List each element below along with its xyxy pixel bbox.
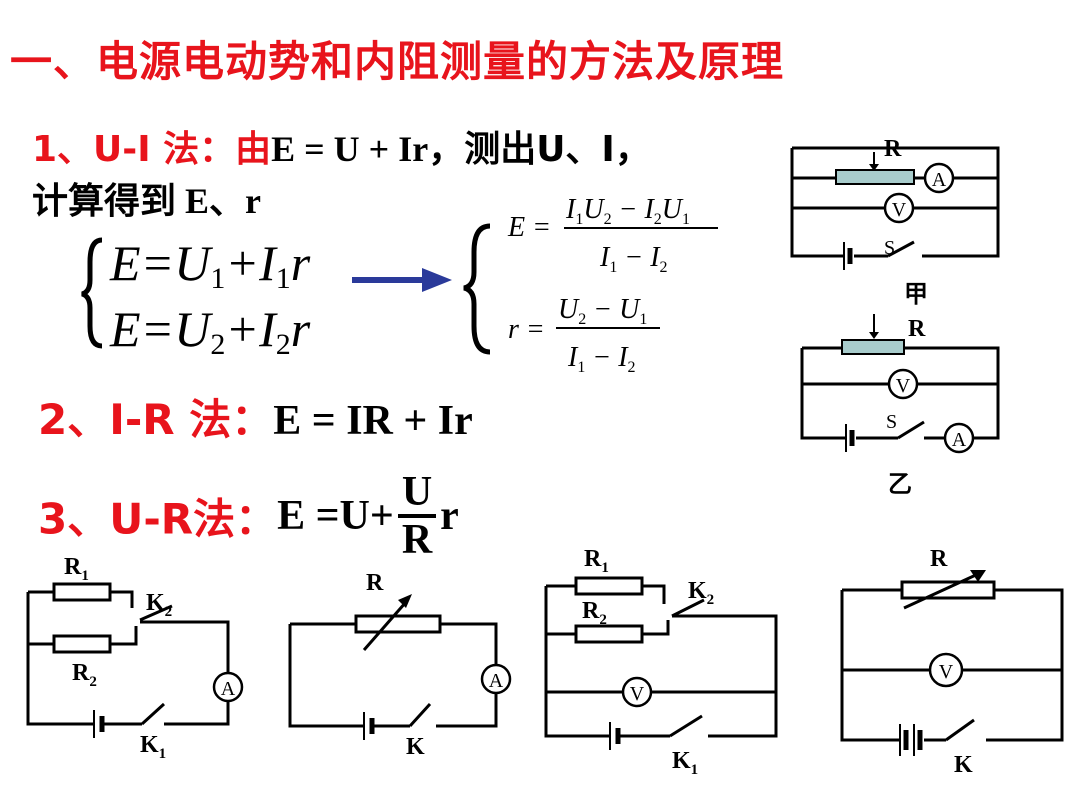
b1-K2-sub: 2 bbox=[165, 604, 173, 620]
b1-K2-label: K bbox=[146, 590, 165, 616]
circuit-bottom-2: R A K bbox=[288, 570, 512, 760]
b1-R2-label: R bbox=[72, 660, 90, 686]
b4-V-label: V bbox=[939, 661, 954, 683]
arrow bbox=[352, 268, 452, 292]
b3-R2-label: R bbox=[582, 598, 600, 624]
jia-S-label: S bbox=[884, 237, 895, 259]
svg-text:R2: R2 bbox=[582, 598, 607, 628]
voltmeter-icon bbox=[887, 368, 919, 400]
svg-text:R1: R1 bbox=[584, 546, 609, 576]
method2: 2、I-R 法：E = IR + Ir bbox=[38, 386, 473, 447]
circuit-bottom-1: R1 K2 R2 K1 A bbox=[26, 554, 244, 762]
b4-K-label: K bbox=[954, 752, 973, 778]
ammeter-icon bbox=[212, 671, 244, 703]
b1-R1-sub: 1 bbox=[81, 568, 89, 584]
voltmeter-icon bbox=[883, 192, 915, 224]
svg-text:K2: K2 bbox=[688, 578, 714, 608]
r-numerator: U2 − U1 bbox=[558, 294, 647, 328]
method3-eq-start: E =U+ bbox=[277, 493, 394, 539]
b1-K1-sub: 1 bbox=[159, 746, 167, 762]
r-denominator: I1 − I2 bbox=[567, 342, 636, 376]
b3-R1-label: R bbox=[584, 546, 602, 572]
circuit-bottom-3: R1 K2 R2 V K1 bbox=[544, 546, 778, 778]
svg-text:K1: K1 bbox=[672, 748, 698, 778]
system-right: E = I1U2 − I2U1 I1 − I2 r = U2 − U1 I1 −… bbox=[463, 194, 718, 376]
system-eq2: E=U2+I2r bbox=[109, 301, 311, 361]
b2-K-label: K bbox=[406, 734, 425, 760]
rheostat-icon bbox=[835, 169, 915, 185]
circuit-yi: R V A S 乙 bbox=[800, 314, 1000, 498]
method1-mid: ，测出U、I， bbox=[428, 129, 651, 170]
jia-A-label: A bbox=[932, 169, 947, 191]
yi-caption: 乙 bbox=[888, 472, 912, 498]
b2-A-label: A bbox=[489, 670, 504, 692]
svg-text:K1: K1 bbox=[140, 732, 166, 762]
yi-S-label: S bbox=[886, 411, 897, 433]
system-eq1: E=U1+I1r bbox=[109, 235, 311, 295]
circuit-jia: R A V S 甲 bbox=[790, 136, 1000, 308]
b3-K2-sub: 2 bbox=[707, 592, 715, 608]
rheostat-icon bbox=[900, 580, 996, 600]
yi-V-label: V bbox=[896, 375, 911, 397]
method1-line2: 计算得到 E、r bbox=[32, 181, 261, 221]
b2-R-label: R bbox=[366, 570, 384, 596]
voltmeter-icon bbox=[928, 652, 964, 688]
system-left: E=U1+I1r E=U2+I2r bbox=[81, 235, 311, 361]
resistor-icon bbox=[52, 582, 112, 602]
b1-R2-sub: 2 bbox=[89, 674, 97, 690]
svg-text:R1: R1 bbox=[64, 554, 89, 584]
b3-R2-sub: 2 bbox=[599, 612, 607, 628]
jia-caption: 甲 bbox=[904, 282, 928, 308]
jia-V-label: V bbox=[892, 199, 907, 221]
left-brace bbox=[81, 237, 103, 349]
b3-R1-sub: 1 bbox=[601, 560, 609, 576]
E-denominator: I1 − I2 bbox=[599, 242, 668, 276]
page-title: 一、电源电动势和内阻测量的方法及原理 bbox=[10, 37, 785, 86]
rheostat-icon bbox=[354, 614, 442, 634]
svg-text:R2: R2 bbox=[72, 660, 97, 690]
method3-prefix: 3、U-R法： bbox=[38, 494, 278, 544]
method1-equation: E = U + Ir bbox=[271, 129, 429, 169]
ammeter-icon bbox=[923, 162, 955, 194]
b3-K2-label: K bbox=[688, 578, 707, 604]
svg-text:K2: K2 bbox=[146, 590, 172, 620]
method1-prefix: 1、U-I 法：由 bbox=[32, 129, 272, 170]
r-symbol: r = bbox=[508, 314, 545, 345]
E-symbol: E = bbox=[507, 212, 551, 243]
yi-R-label: R bbox=[908, 316, 926, 342]
ammeter-icon bbox=[480, 663, 512, 695]
method2-prefix: 2、I-R 法： bbox=[38, 395, 274, 444]
jia-R-label: R bbox=[884, 136, 902, 162]
resistor-icon bbox=[52, 634, 112, 654]
method3-eq-end: r bbox=[440, 493, 459, 539]
resistor-icon bbox=[574, 624, 644, 644]
yi-A-label: A bbox=[952, 429, 967, 451]
b3-K1-label: K bbox=[672, 748, 691, 774]
method2-equation: E = IR + Ir bbox=[273, 398, 473, 444]
b1-A-label: A bbox=[221, 678, 236, 700]
b3-V-label: V bbox=[630, 683, 645, 705]
E-numerator: I1U2 − I2U1 bbox=[565, 194, 690, 228]
b4-R-label: R bbox=[930, 546, 948, 572]
b1-K1-label: K bbox=[140, 732, 159, 758]
voltmeter-icon bbox=[621, 676, 653, 708]
method3-frac-num: U bbox=[397, 470, 437, 518]
arrow-head bbox=[422, 268, 452, 292]
b3-K1-sub: 1 bbox=[691, 762, 699, 778]
method3-frac-den: R bbox=[401, 517, 433, 563]
method1-line1: 1、U-I 法：由E = U + Ir，测出U、I， bbox=[32, 120, 651, 172]
rheostat-icon bbox=[841, 339, 905, 355]
ammeter-icon bbox=[943, 422, 975, 454]
b1-R1-label: R bbox=[64, 554, 82, 580]
resistor-icon bbox=[574, 576, 644, 596]
right-brace bbox=[463, 223, 491, 355]
circuit-bottom-4: R V K bbox=[840, 546, 1064, 778]
